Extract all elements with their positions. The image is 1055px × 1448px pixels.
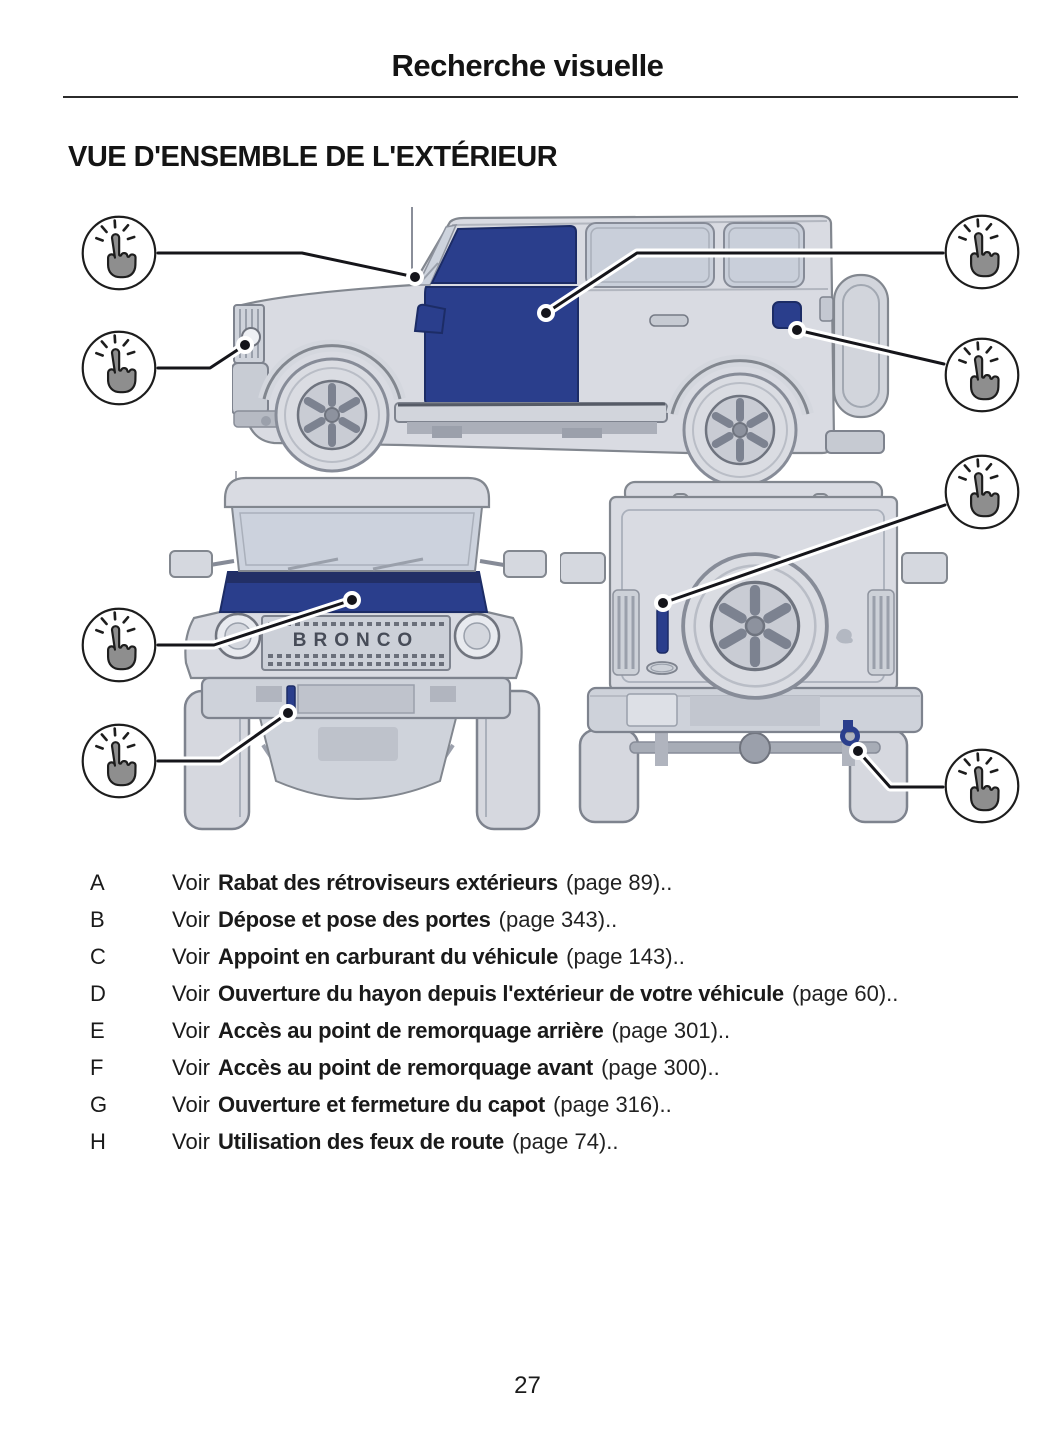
left-mirror <box>560 552 606 584</box>
legend-link: Ouverture et fermeture du capot <box>218 1092 545 1117</box>
rear-left-tire <box>578 728 640 824</box>
legend-item-a[interactable]: A Voir Rabat des rétroviseurs extérieurs… <box>0 864 1055 901</box>
rear-fender-flare <box>670 359 810 415</box>
vehicle-rear-view <box>560 480 948 824</box>
highlight-front-tow-point[interactable] <box>286 685 296 713</box>
legend-key: F <box>90 1055 104 1080</box>
front-wheel <box>276 359 388 471</box>
highlight-mirror[interactable] <box>413 303 447 335</box>
highlight-rear-tow-point[interactable] <box>843 720 853 732</box>
front-roof <box>223 476 491 509</box>
taillight-side <box>819 296 834 322</box>
legend-link: Accès au point de remorquage avant <box>218 1055 593 1080</box>
windshield <box>230 506 484 572</box>
tap-icon-hood[interactable] <box>80 606 158 684</box>
legend-link: Appoint en carburant du véhicule <box>218 944 559 969</box>
right-mirror <box>901 552 948 584</box>
legend-item-g[interactable]: G Voir Ouverture et fermeture du capot (… <box>0 1086 1055 1123</box>
license-plate-area <box>626 693 678 727</box>
legend-item-f[interactable]: F Voir Accès au point de remorquage avan… <box>0 1049 1055 1086</box>
highlight-fuel-door[interactable] <box>772 301 802 329</box>
legend-link: Ouverture du hayon depuis l'extérieur de… <box>218 981 784 1006</box>
legend-item-h[interactable]: H Voir Utilisation des feux de route (pa… <box>0 1123 1055 1160</box>
legend-key: C <box>90 944 106 969</box>
tap-icon-tailgate[interactable] <box>943 453 1021 531</box>
legend-key: B <box>90 907 105 932</box>
legend-link: Accès au point de remorquage arrière <box>218 1018 604 1043</box>
horse-graphic <box>836 628 853 644</box>
legend-link: Rabat des rétroviseurs extérieurs <box>218 870 558 895</box>
tap-icon-fuel[interactable] <box>943 336 1021 414</box>
highlight-tailgate-handle[interactable] <box>656 606 669 654</box>
legend: A Voir Rabat des rétroviseurs extérieurs… <box>0 864 1055 1160</box>
rear-wheel <box>684 374 796 486</box>
legend-item-d[interactable]: D Voir Ouverture du hayon depuis l'extér… <box>0 975 1055 1012</box>
legend-item-c[interactable]: C Voir Appoint en carburant du véhicule … <box>0 938 1055 975</box>
title-divider <box>63 96 1018 98</box>
tap-icon-mirrors[interactable] <box>80 214 158 292</box>
windshield-side <box>416 223 458 286</box>
front-fender-flare <box>262 344 402 400</box>
legend-key: A <box>90 870 105 895</box>
page-title: Recherche visuelle <box>391 48 664 83</box>
legend-key: G <box>90 1092 108 1117</box>
door-handle <box>649 314 689 327</box>
right-mirror <box>503 550 547 578</box>
tap-icon-rear-tow[interactable] <box>943 747 1021 825</box>
highlight-door-window[interactable] <box>430 224 577 284</box>
legend-key: D <box>90 981 106 1006</box>
grille-text: BRONCO <box>293 630 419 651</box>
rear-bumper-side <box>825 430 885 454</box>
legend-link: Dépose et pose des portes <box>218 907 491 932</box>
section-title: VUE D'ENSEMBLE DE L'EXTÉRIEUR <box>68 141 558 173</box>
tap-icon-front-tow[interactable] <box>80 722 158 800</box>
legend-key: H <box>90 1129 106 1154</box>
legend-item-e[interactable]: E Voir Accès au point de remorquage arri… <box>0 1012 1055 1049</box>
legend-key: E <box>90 1018 105 1043</box>
spare-tire <box>683 554 827 698</box>
legend-item-b[interactable]: B Voir Dépose et pose des portes (page 3… <box>0 901 1055 938</box>
legend-link: Utilisation des feux de route <box>218 1129 504 1154</box>
vehicle-side-view <box>232 207 890 495</box>
left-mirror <box>169 550 213 578</box>
tap-icon-high-beams[interactable] <box>80 329 158 407</box>
exterior-overview-diagram: BRONCO <box>0 195 1055 845</box>
highlight-front-door[interactable] <box>424 286 579 406</box>
rear-side-window <box>585 222 715 288</box>
page-number: 27 <box>514 1372 541 1399</box>
tap-icon-doors[interactable] <box>943 213 1021 291</box>
vehicle-front-view: BRONCO <box>169 471 547 831</box>
quarter-window <box>723 222 805 288</box>
headlight-side[interactable] <box>241 327 261 347</box>
